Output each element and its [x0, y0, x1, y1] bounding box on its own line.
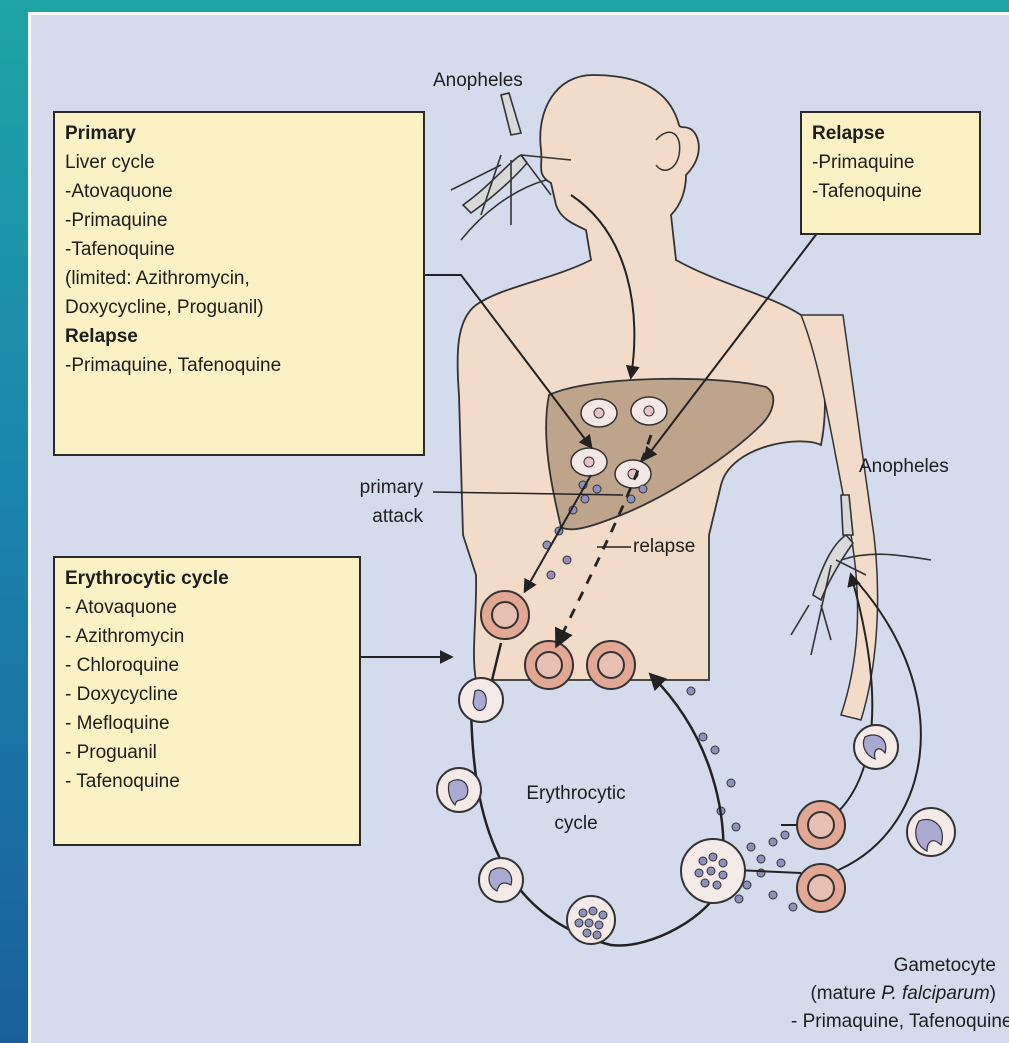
erythrocytic-line: - Mefloquine [65, 709, 349, 738]
relapse-line: -Tafenoquine [812, 177, 969, 206]
anopheles-top-label: Anopheles [433, 69, 523, 93]
relapse-drugs-box: Relapse -Primaquine -Tafenoquine [800, 111, 981, 235]
relapse-line: -Primaquine [812, 148, 969, 177]
relapse-label: relapse [633, 535, 695, 559]
gametocyte-species: P. falciparum [881, 983, 989, 1004]
erythrocytic-line: - Azithromycin [65, 622, 349, 651]
primary-line: -Primaquine [65, 206, 413, 235]
gametocyte-drugs: - Primaquine, Tafenoquine [791, 1008, 996, 1036]
primary-attack-line1: primary attack [323, 473, 423, 531]
erythrocytic-cycle-label: Erythrocytic cycle [501, 779, 651, 839]
malaria-lifecycle-figure: Primary Liver cycle -Atovaquone -Primaqu… [28, 12, 1009, 1043]
gametocyte-subtitle: (mature P. falciparum) [791, 980, 996, 1008]
anopheles-right-label: Anopheles [859, 455, 949, 479]
erythrocytic-line: - Proguanil [65, 738, 349, 767]
primary-attack-label: primary attack [323, 473, 423, 531]
erythrocytic-line: - Tafenoquine [65, 767, 349, 796]
primary-line: Liver cycle [65, 148, 413, 177]
erythrocytic-drugs-box: Erythrocytic cycle - Atovaquone - Azithr… [53, 556, 361, 846]
primary-drugs-box: Primary Liver cycle -Atovaquone -Primaqu… [53, 111, 425, 456]
gametocyte-sub-prefix: (mature [810, 983, 881, 1004]
gametocyte-title: Gametocyte [791, 952, 996, 980]
primary-relapse-line: -Primaquine, Tafenoquine [65, 351, 413, 380]
gametocyte-label: Gametocyte (mature P. falciparum) - Prim… [791, 952, 996, 1036]
primary-line: (limited: Azithromycin, [65, 264, 413, 293]
erythrocytic-line: - Atovaquone [65, 593, 349, 622]
relapse-heading: Relapse [812, 119, 969, 148]
primary-relapse-heading: Relapse [65, 322, 413, 351]
erythrocytic-heading: Erythrocytic cycle [65, 564, 349, 593]
erythrocytic-line: - Doxycycline [65, 680, 349, 709]
primary-line: Doxycycline, Proguanil) [65, 293, 413, 322]
primary-heading: Primary [65, 119, 413, 148]
primary-line: -Atovaquone [65, 177, 413, 206]
primary-line: -Tafenoquine [65, 235, 413, 264]
gametocyte-sub-suffix: ) [990, 983, 996, 1004]
erythrocytic-line: - Chloroquine [65, 651, 349, 680]
